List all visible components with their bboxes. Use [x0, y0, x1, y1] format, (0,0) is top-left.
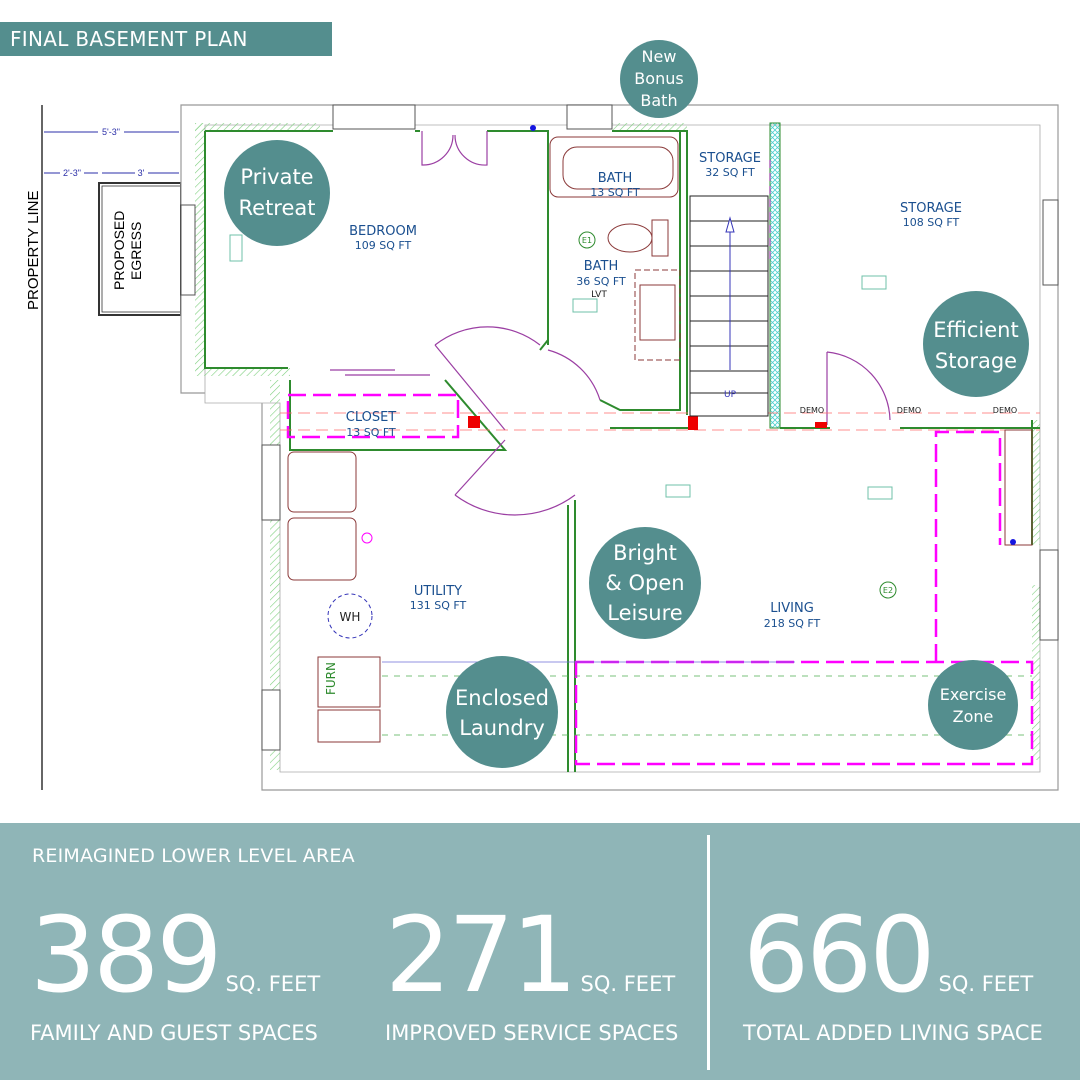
room-name-bedroom: BEDROOM: [349, 224, 417, 239]
stat-value: 389: [30, 894, 223, 1016]
water-heater: [327, 593, 373, 639]
column-marker: [468, 416, 480, 428]
svg-text:Efficient: Efficient: [933, 318, 1018, 342]
room-area-storage: 108 SQ FT: [903, 216, 960, 229]
demo-label: DEMO: [993, 406, 1017, 415]
room-name-storage-small: STORAGE: [699, 151, 761, 166]
e2-marker: [879, 581, 897, 599]
property-line-label: PROPERTY LINE: [25, 191, 42, 311]
room-name-utility: UTILITY: [414, 584, 462, 599]
stat-unit: SQ. FEET: [580, 972, 676, 996]
dashed-zones: [286, 393, 1034, 766]
dimension-lines: [44, 131, 179, 174]
svg-text:& Open: & Open: [605, 571, 684, 595]
svg-text:Enclosed: Enclosed: [455, 686, 549, 710]
stat-value: 660: [743, 894, 936, 1016]
svg-text:Bath: Bath: [640, 91, 677, 110]
windows: [180, 104, 1059, 751]
stat-label: TOTAL ADDED LIVING SPACE: [743, 1021, 1043, 1045]
callout-exercise-zone: Exercise Zone: [928, 660, 1018, 750]
summary-heading: REIMAGINED LOWER LEVEL AREA: [32, 845, 355, 867]
svg-text:Bonus: Bonus: [634, 69, 683, 88]
stat-label: IMPROVED SERVICE SPACES: [385, 1021, 679, 1045]
demo-label: DEMO: [800, 406, 824, 415]
floor-plan: PROPERTY LINE 5'-3" 2'-3" 3' PROPOSED EG…: [25, 40, 1059, 791]
room-area-storage-small: 32 SQ FT: [705, 166, 755, 179]
e1-marker: [578, 231, 596, 249]
egress-label: PROPOSED: [111, 211, 127, 290]
svg-text:Storage: Storage: [935, 349, 1017, 373]
svg-text:Laundry: Laundry: [459, 716, 545, 740]
dimension-label: 3': [138, 168, 145, 178]
bath-fixtures: [287, 136, 1033, 743]
room-name-bath-small: BATH: [598, 171, 633, 186]
room-name-bath: BATH: [584, 259, 619, 274]
svg-text:Private: Private: [240, 165, 313, 189]
water-heater-label: WH: [340, 610, 361, 624]
egress-label: EGRESS: [128, 222, 144, 280]
callout-bright-open-leisure: Bright & Open Leisure: [589, 527, 701, 639]
floor-material-label: LVT: [591, 290, 607, 300]
stat-unit: SQ. FEET: [938, 972, 1034, 996]
divider: [707, 835, 710, 1070]
stat-label: FAMILY AND GUEST SPACES: [30, 1021, 318, 1045]
svg-text:Retreat: Retreat: [239, 196, 316, 220]
room-area-bath-small: 13 SQ FT: [590, 186, 640, 199]
room-area-utility: 131 SQ FT: [410, 599, 467, 612]
e2-label: E2: [883, 586, 893, 595]
room-area-living: 218 SQ FT: [764, 617, 821, 630]
room-name-living: LIVING: [770, 601, 814, 616]
room-area-closet: 13 SQ FT: [346, 426, 396, 439]
vent-icons: [229, 234, 893, 500]
furnace-label: FURN: [324, 662, 338, 695]
room-name-closet: CLOSET: [346, 410, 397, 425]
stairs-up-label: UP: [724, 390, 737, 400]
svg-text:Exercise: Exercise: [940, 685, 1007, 704]
svg-text:Leisure: Leisure: [607, 601, 682, 625]
interior-walls: [204, 130, 1040, 772]
svg-text:New: New: [642, 47, 677, 66]
outlet-icon: [361, 532, 373, 544]
callout-efficient-storage: Efficient Storage: [923, 291, 1029, 397]
dimension-label: 5'-3": [102, 127, 120, 137]
svg-text:Bright: Bright: [613, 541, 677, 565]
callout-new-bonus-bath: New Bonus Bath: [620, 40, 698, 118]
plan-title: FINAL BASEMENT PLAN: [0, 22, 332, 56]
svg-text:Zone: Zone: [953, 707, 994, 726]
dimension-label: 2'-3": [63, 168, 81, 178]
staircase: [689, 195, 769, 417]
room-area-bedroom: 109 SQ FT: [355, 239, 412, 252]
stat-unit: SQ. FEET: [225, 972, 321, 996]
stat-value: 271: [385, 894, 578, 1016]
callout-private-retreat: Private Retreat: [224, 140, 330, 246]
demo-label: DEMO: [897, 406, 921, 415]
doors: [330, 131, 891, 516]
callout-enclosed-laundry: Enclosed Laundry: [446, 656, 558, 768]
room-name-storage: STORAGE: [900, 201, 962, 216]
e1-label: E1: [582, 236, 592, 245]
room-area-bath: 36 SQ FT: [576, 275, 626, 288]
